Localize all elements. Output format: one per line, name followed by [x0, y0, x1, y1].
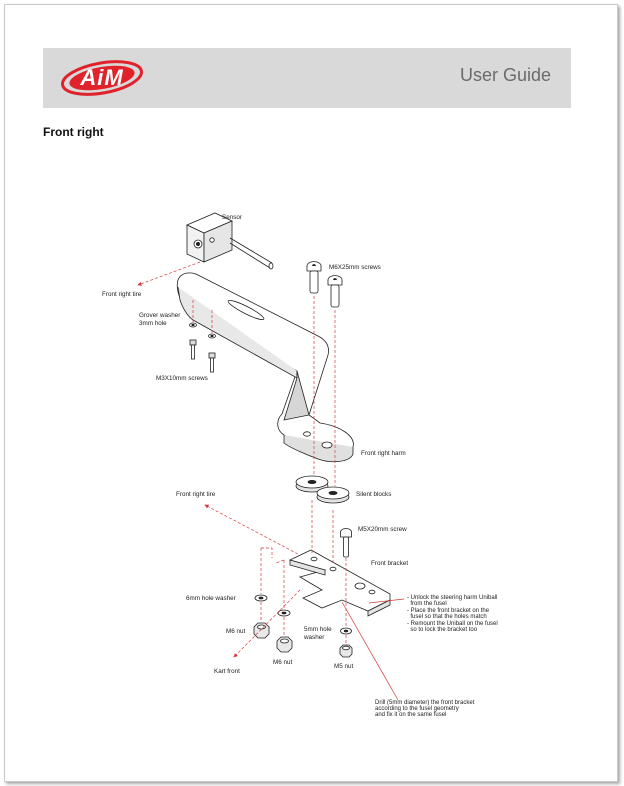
pointer-lines — [341, 598, 405, 701]
assembly-guide-lines — [137, 261, 347, 658]
m6-screws — [306, 261, 343, 308]
drill-note-line: according to the fusel geometry — [375, 706, 459, 712]
label-grover-washer-hole: 3mm hole — [139, 320, 167, 327]
label-6mm-washer: 6mm hole washer — [186, 595, 236, 602]
label-m6-screws: M6X25mm screws — [329, 264, 381, 271]
logo-text: AiM — [80, 65, 124, 90]
label-silent-blocks: Silent blocks — [356, 491, 391, 498]
drill-note-line: Drill (5mm diameter) the front bracket — [375, 700, 475, 706]
instruction-line: fusel so that the holes match — [407, 614, 487, 620]
label-m5-screw: M5X20mm screw — [358, 526, 407, 533]
front-right-harm-part — [176, 272, 354, 463]
bracket-instructions: - Unlock the steering harm Uniball from … — [407, 595, 498, 633]
label-front-right-tire-mid: Front right tire — [176, 491, 216, 498]
sensor-part — [186, 212, 274, 270]
label-m5-nut: M5 nut — [334, 663, 354, 670]
label-m6-nut-center: M6 nut — [273, 659, 293, 666]
instruction-line: from the fusel — [407, 601, 447, 607]
silent-blocks — [295, 475, 350, 504]
label-5mm-washer: 5mm hole — [304, 626, 332, 633]
label-kart-front: Kart front — [214, 668, 240, 675]
instruction-line: - Place the front bracket on the — [407, 608, 490, 614]
drill-note-line: and fix it on the same fusel — [375, 712, 446, 718]
label-sensor: Sensor — [222, 214, 242, 221]
label-front-bracket: Front bracket — [371, 560, 408, 567]
label-m3-screws: M3X10mm screws — [156, 375, 208, 382]
washers-and-nuts — [253, 594, 353, 658]
instruction-line: so to lock the bracket too — [407, 627, 478, 633]
label-front-right-harm: Front right harm — [361, 450, 406, 457]
label-5mm-washer-2: washer — [303, 634, 324, 641]
front-bracket-part — [288, 549, 391, 617]
instruction-line: - Unlock the steering harm Uniball — [407, 595, 497, 601]
drill-note: Drill (5mm diameter) the front bracket a… — [375, 700, 475, 718]
page-header: AiM User Guide — [43, 48, 571, 108]
section-title: Front right — [43, 125, 104, 139]
header-title: User Guide — [459, 65, 551, 85]
label-grover-washer: Grover washer — [139, 312, 180, 319]
aim-logo: AiM — [59, 58, 145, 98]
label-m6-nut-left: M6 nut — [226, 628, 246, 635]
m5-screw — [340, 528, 352, 558]
instruction-line: - Remount the Uniball on the fusel — [407, 621, 498, 627]
diagram-labels: Sensor Front right tire Grover washer 3m… — [102, 214, 408, 675]
m3-screws-and-washers — [189, 322, 216, 373]
label-front-right-tire-top: Front right tire — [102, 291, 142, 298]
